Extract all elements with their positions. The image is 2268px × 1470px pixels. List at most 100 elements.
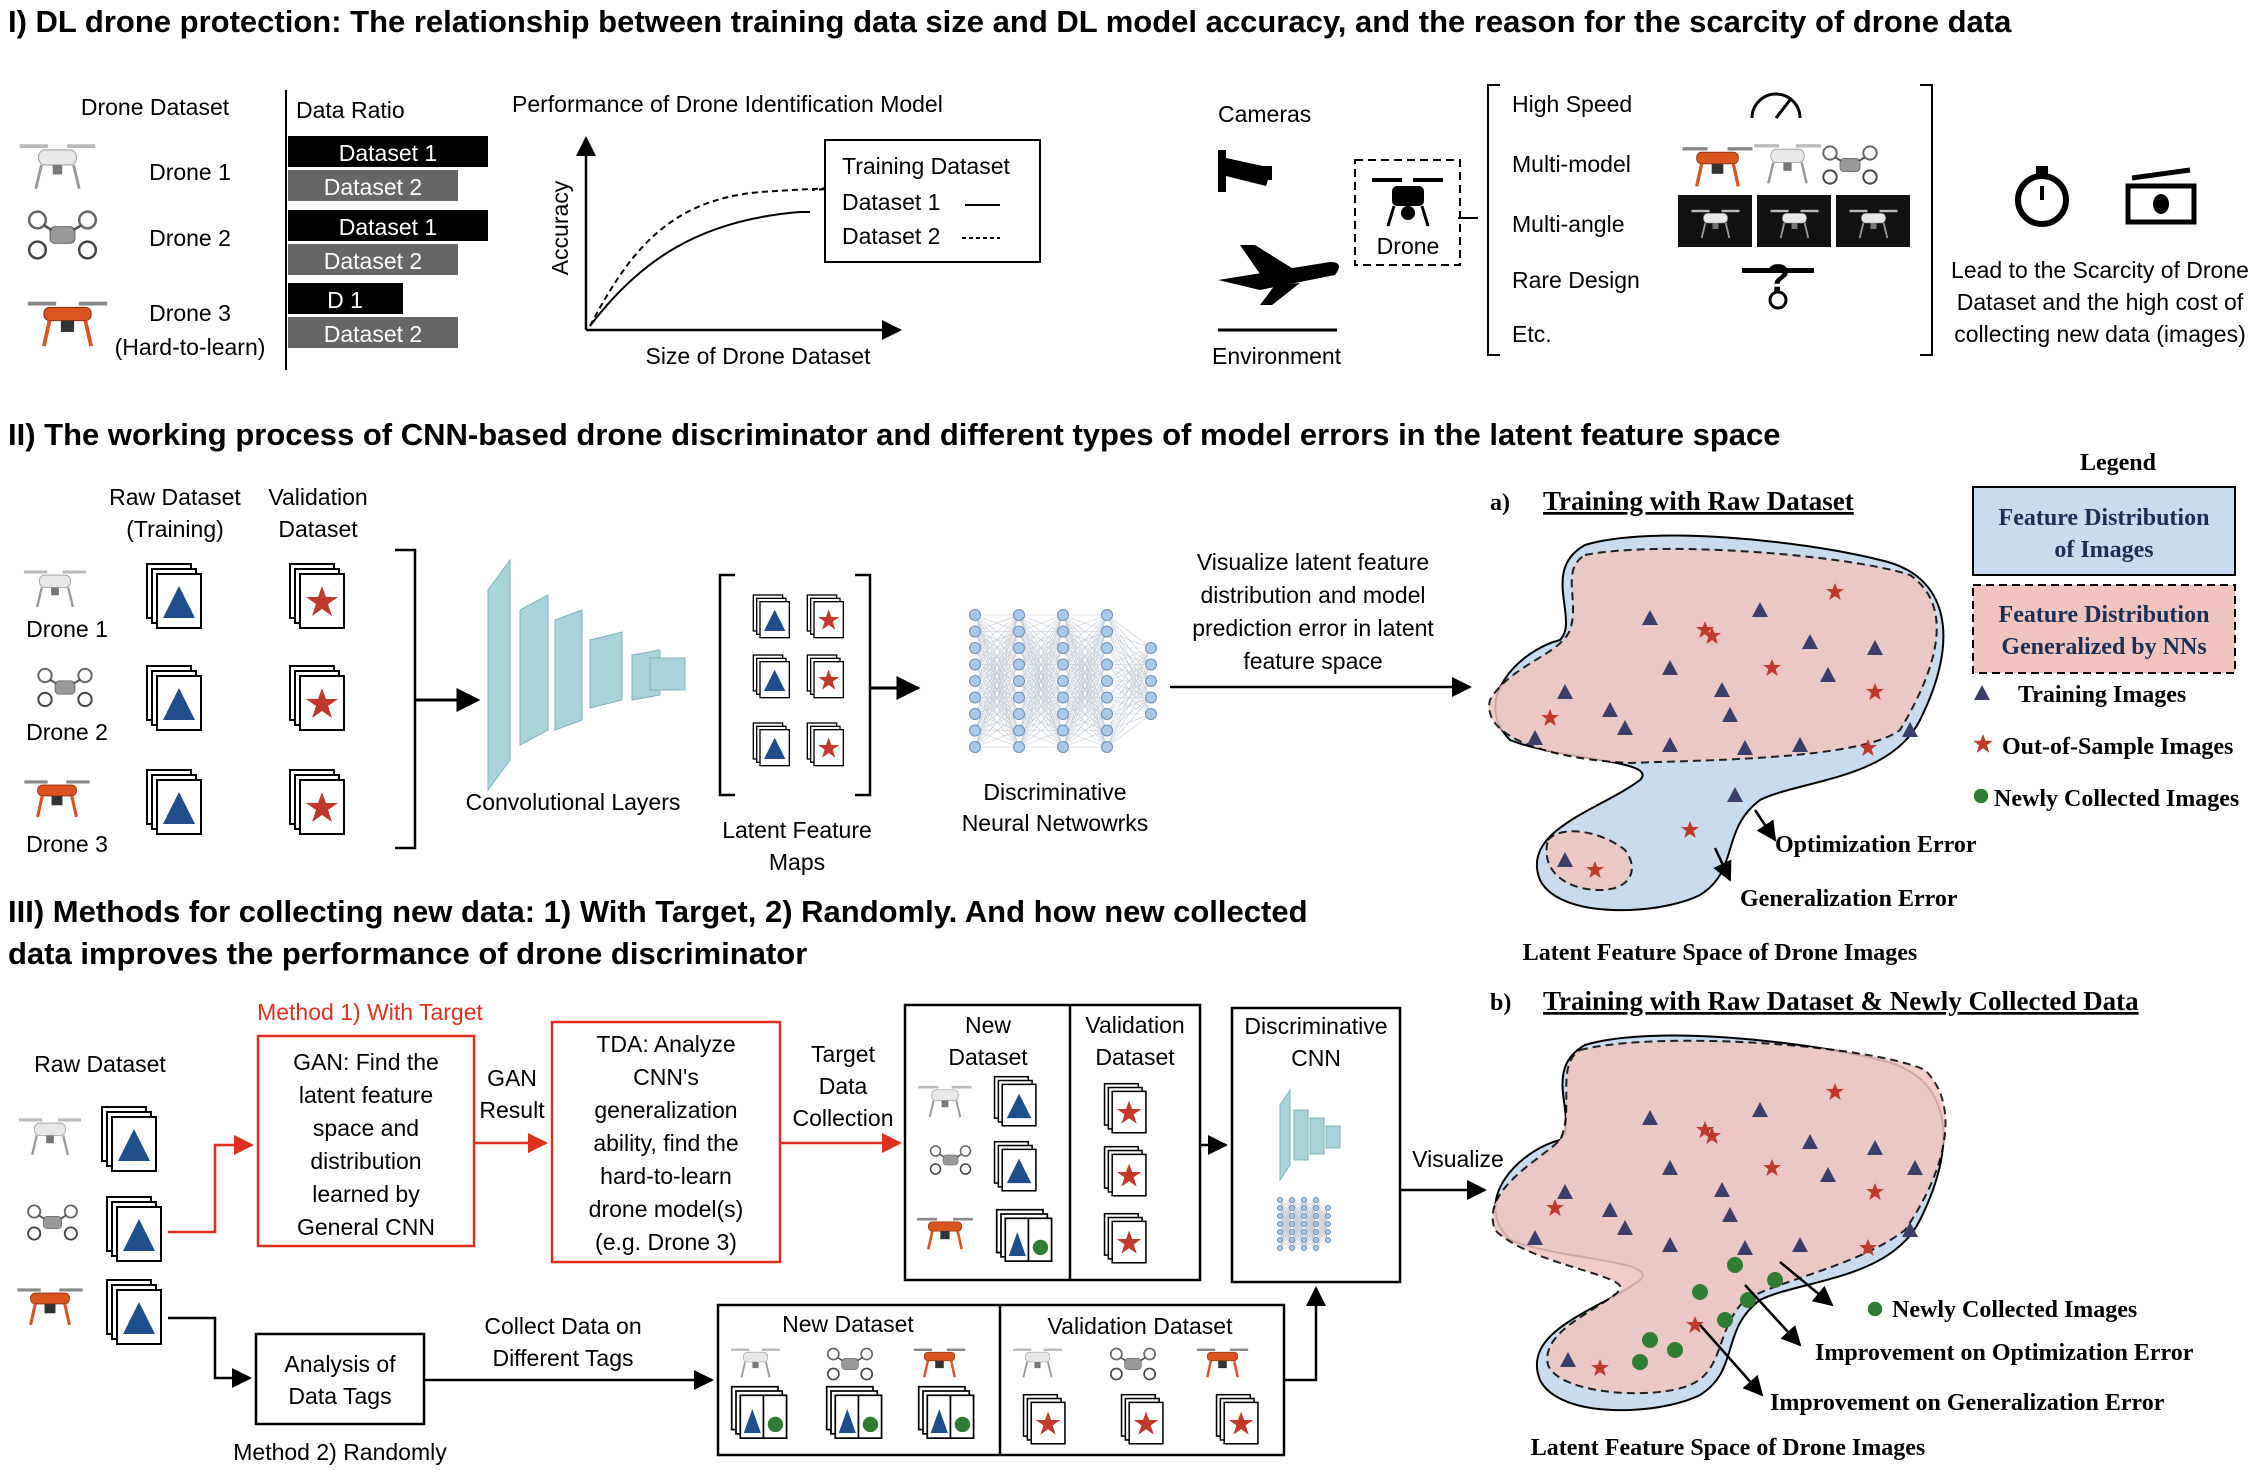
latent-space-caption-b: Latent Feature Space of Drone Images: [1531, 1435, 1925, 1461]
gan-line5: learned by: [312, 1181, 420, 1207]
drone-label: Drone: [1377, 233, 1440, 259]
y-axis-label: Accuracy: [547, 180, 573, 275]
legend-star-icon: [1973, 734, 1993, 753]
section2-title: II) The working process of CNN-based dro…: [8, 417, 1781, 452]
panel-a-prefix: a): [1490, 490, 1510, 516]
new-stack-drone1: [993, 1075, 1037, 1127]
training-stack-drone2: [146, 665, 202, 731]
drone3-label: Drone 3: [26, 831, 108, 857]
conclusion-line-3: collecting new data (images): [1954, 321, 2245, 347]
arrow-random-to-cnn: [1284, 1286, 1326, 1382]
legend-title: Training Dataset: [842, 153, 1011, 179]
newly-collected-marker: [1667, 1342, 1683, 1358]
gan-line3: space and: [313, 1115, 419, 1141]
bar-label: Dataset 2: [324, 321, 422, 347]
raw-stack-drone2: [106, 1196, 162, 1262]
latent-label-line1: Latent Feature: [722, 817, 872, 843]
generalization-error-arrow: [1713, 847, 1732, 882]
bar-drone1-dataset2: [288, 170, 458, 201]
raw-dataset-label: Raw Dataset: [34, 1051, 166, 1077]
factor-rare-design: Rare Design: [1512, 267, 1640, 293]
legend-training: Training Images: [2018, 682, 2186, 708]
question-drone-icon: ?: [1742, 257, 1814, 310]
drone2-label: Drone 2: [26, 719, 108, 745]
latent-space-b: [1491, 1034, 1947, 1412]
visualize-text-line3: prediction error in latent: [1192, 615, 1434, 641]
drone3-image: [15, 1286, 85, 1327]
legend-item-dataset1: Dataset 1: [842, 189, 940, 215]
drone2-label: Drone 2: [149, 225, 231, 251]
svg-text:?: ?: [1766, 257, 1790, 301]
improve-opt-arrow: [1744, 1284, 1802, 1347]
conv-layers-label: Convolutional Layers: [466, 789, 681, 815]
drone-box: [1354, 159, 1461, 266]
money-icon: [2125, 167, 2197, 225]
new-stack-drone2: [993, 1140, 1037, 1192]
gan-result-line1: GAN: [487, 1065, 537, 1091]
new-dataset-line1: New: [965, 1012, 1011, 1038]
bar-label: D 1: [327, 287, 363, 313]
tda-line6: drone model(s): [589, 1196, 744, 1222]
latent-space-a: [1488, 534, 1945, 912]
method2-label: Method 2) Randomly: [233, 1439, 447, 1465]
drone-orange-image: [1680, 145, 1755, 189]
bar-label: Dataset 1: [339, 214, 437, 240]
bar-drone2-dataset1: [288, 210, 488, 241]
legend-oos: Out-of-Sample Images: [2002, 734, 2233, 760]
bar-label: Dataset 1: [339, 140, 437, 166]
panel-b-prefix: b): [1490, 990, 1511, 1016]
newly-collected-label: Newly Collected Images: [1892, 1297, 2137, 1323]
dnn-mini-icon: [1277, 1197, 1331, 1251]
tda-line1: TDA: Analyze: [596, 1031, 735, 1057]
tda-line2: CNN's: [633, 1064, 699, 1090]
target-collection-line1: Target: [811, 1041, 876, 1067]
gan-line4: distribution: [310, 1148, 421, 1174]
gan-line2: latent feature: [299, 1082, 433, 1108]
drone1-image: [17, 1117, 83, 1157]
dnn-icon: [969, 609, 1157, 753]
tda-box: [550, 1020, 782, 1264]
tda-line7: (e.g. Drone 3): [595, 1229, 737, 1255]
latent-right-bracket: [855, 573, 872, 797]
factor-multi-angle: Multi-angle: [1512, 211, 1625, 237]
drone1-label: Drone 1: [26, 616, 108, 642]
drone3-image: [22, 778, 92, 819]
generalization-error-label: Generalization Error: [1740, 886, 1958, 912]
analysis-line1: Analysis of: [284, 1351, 396, 1377]
drone2-image: [26, 1204, 79, 1241]
new-stack-drone3: [995, 1208, 1053, 1263]
dnn-label-line1: Discriminative: [983, 779, 1126, 805]
optimization-error-label: Optimization Error: [1775, 832, 1977, 858]
improve-gen-arrow: [1699, 1324, 1764, 1397]
improve-gen-label: Improvement on Generalization Error: [1770, 1390, 2165, 1416]
dnn-label-line2: Neural Netwowrks: [962, 810, 1149, 836]
legend-box1-line2: of Images: [2054, 537, 2153, 563]
factor-high-speed: High Speed: [1512, 91, 1632, 117]
latent-label-line2: Maps: [769, 849, 825, 875]
analysis-box: [254, 1332, 426, 1426]
environment-label: Environment: [1212, 343, 1342, 369]
gan-result-line2: Result: [479, 1097, 545, 1123]
legend-box1-line1: Feature Distribution: [1999, 505, 2210, 531]
drone2-image: [36, 667, 94, 708]
bar-label: Dataset 2: [324, 174, 422, 200]
drone3-image: [28, 302, 107, 346]
x-axis-label: Size of Drone Dataset: [645, 343, 871, 369]
targeted-dataset-box: [903, 1003, 1202, 1282]
validation-dataset-line2: Dataset: [1095, 1044, 1175, 1070]
gan-line1: GAN: Find the: [293, 1049, 439, 1075]
val-stack-drone1: [1103, 1082, 1147, 1134]
speedometer-icon: [1750, 92, 1802, 119]
training-stack-drone1: [146, 563, 202, 629]
airplane-icon: [1218, 245, 1339, 305]
conv-layers-icon: [487, 558, 686, 792]
panel-a-title: Training with Raw Dataset: [1543, 486, 1854, 516]
random-new-stack-1: [730, 1385, 788, 1440]
drone1-image: [17, 142, 98, 191]
legend-feature-distribution: [1972, 486, 2236, 576]
conclusion-line-1: Lead to the Scarcity of Drone: [1951, 257, 2249, 283]
gan-line6: General CNN: [297, 1214, 435, 1240]
newly-collected-marker: [1727, 1257, 1743, 1273]
drone1-label: Drone 1: [149, 159, 231, 185]
